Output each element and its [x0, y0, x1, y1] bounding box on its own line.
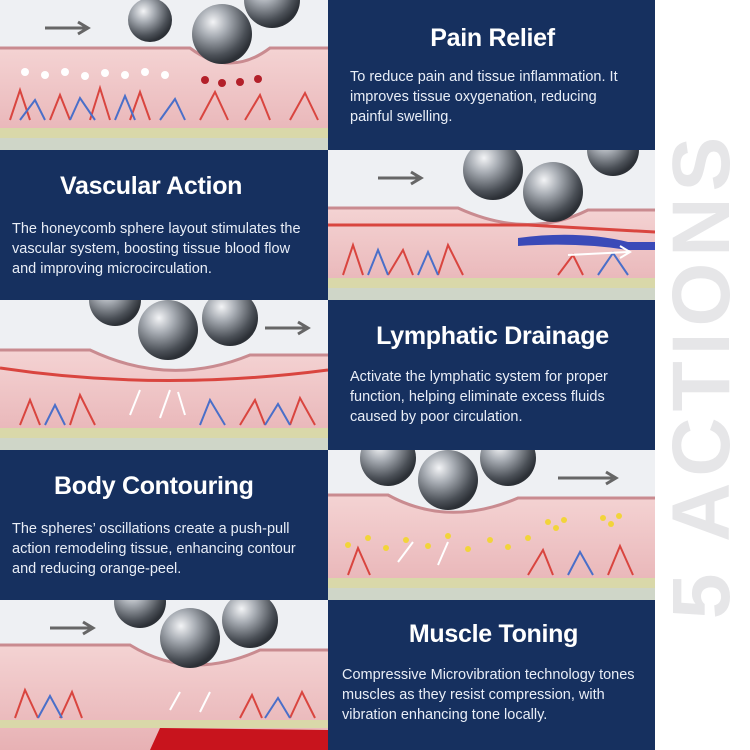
- vascular-action-title: Vascular Action: [60, 172, 243, 200]
- lymphatic-drainage-panel: Lymphatic Drainage Activate the lymphati…: [328, 300, 655, 450]
- muscle-toning-title: Muscle Toning: [408, 620, 579, 648]
- body-contouring-description: The spheres’ oscillations create a push-…: [12, 521, 296, 577]
- body-contouring-panel: Body Contouring The spheres’ oscillation…: [0, 450, 328, 600]
- muscle-toning-panel: Muscle Toning Compressive Microvibration…: [328, 600, 655, 750]
- pain-relief-title: Pain Relief: [430, 24, 555, 52]
- muscle-toning-description: Compressive Microvibration technology to…: [342, 667, 635, 723]
- vascular-action-illustration: [328, 150, 655, 300]
- side-title-area: [655, 0, 750, 750]
- pain-relief-description: To reduce pain and tissue inflammation. …: [350, 69, 618, 125]
- body-contouring-illustration: [328, 450, 655, 600]
- pain-relief-panel: Pain Relief To reduce pain and tissue in…: [328, 0, 655, 150]
- side-title: 5 ACTIONS: [656, 130, 747, 620]
- pain-relief-illustration: [0, 0, 328, 150]
- lymphatic-drainage-description: Activate the lymphatic system for proper…: [350, 369, 608, 425]
- vascular-action-panel: Vascular Action The honeycomb sphere lay…: [0, 150, 328, 300]
- lymphatic-drainage-title: Lymphatic Drainage: [376, 322, 609, 350]
- muscle-toning-illustration: [0, 600, 328, 750]
- vascular-action-description: The honeycomb sphere layout stimulates t…: [12, 221, 301, 277]
- lymphatic-drainage-illustration: [0, 300, 328, 450]
- body-contouring-title: Body Contouring: [54, 472, 254, 500]
